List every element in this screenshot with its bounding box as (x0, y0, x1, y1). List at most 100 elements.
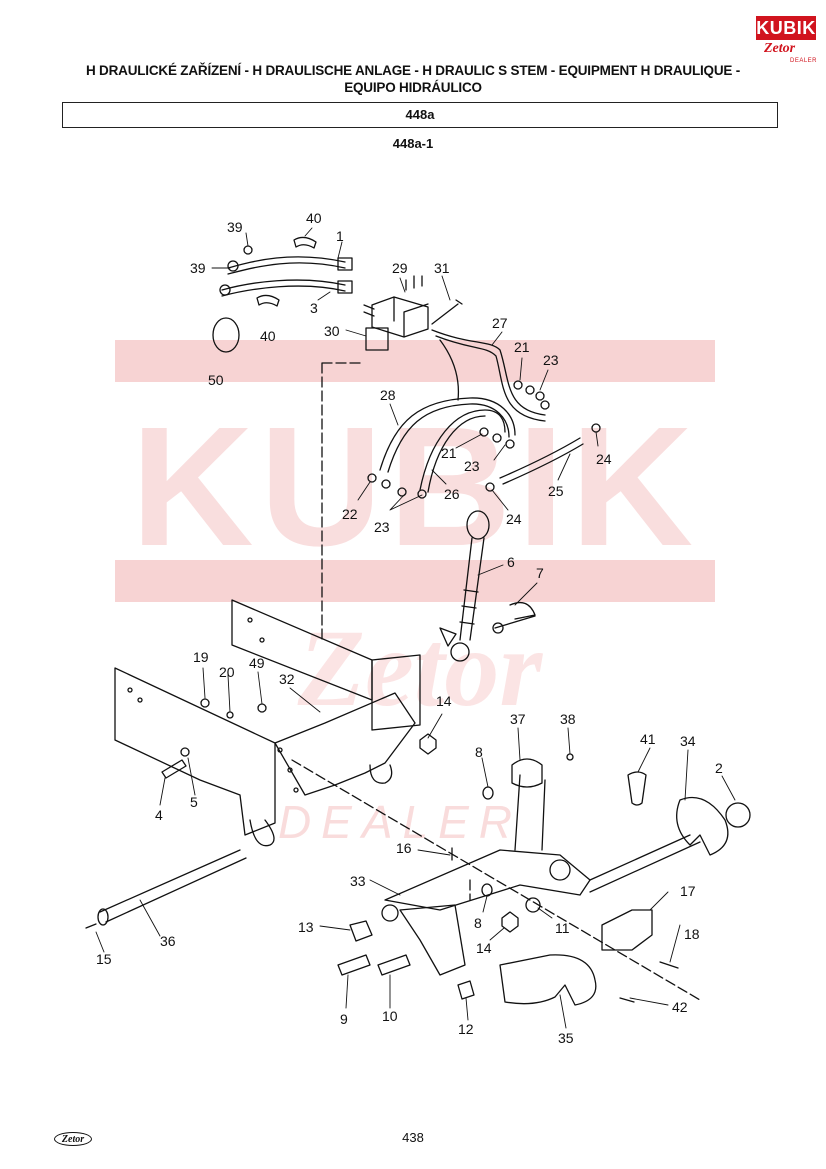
section-code-box: 448a (62, 102, 778, 128)
ball-2 (725, 802, 751, 828)
callout-label: 39 (190, 260, 206, 276)
callout-label: 5 (190, 794, 198, 810)
callout-label: 12 (458, 1021, 474, 1037)
callout-label: 41 (640, 731, 656, 747)
valve-block-29 (363, 275, 429, 338)
callout-label: 34 (680, 733, 696, 749)
callout-label: 23 (464, 458, 480, 474)
callout-label: 10 (382, 1008, 398, 1024)
callout-label: 28 (380, 387, 396, 403)
bolt-38 (566, 753, 574, 761)
dealer-logo: KUBIK Zetor DEALER (756, 16, 818, 66)
callout-label: 36 (160, 933, 176, 949)
callout-label: 13 (298, 919, 314, 935)
feed-line (439, 339, 460, 401)
callout-label: 32 (279, 671, 295, 687)
callout-label: 35 (558, 1030, 574, 1046)
callout-label: 14 (436, 693, 452, 709)
callout-label: 27 (492, 315, 508, 331)
fitting-39b (227, 260, 239, 272)
logo-sub-text: DEALER (790, 58, 818, 64)
sleeve-10 (377, 954, 411, 976)
logo-main-text: KUBIK (756, 16, 816, 40)
pipe-assembly-1 (221, 256, 353, 297)
lower-hook-35 (499, 954, 597, 1006)
callout-label: 24 (596, 451, 612, 467)
callout-label: 30 (324, 323, 340, 339)
top-link-6 (439, 510, 490, 662)
callout-label: 3 (310, 300, 318, 316)
callout-label: 25 (548, 483, 564, 499)
pin-7 (494, 601, 536, 629)
callout-label: 23 (374, 519, 390, 535)
hose-25 (499, 437, 584, 485)
hose-28 (379, 397, 516, 473)
callout-leaders (95, 227, 736, 1029)
callout-label: 38 (560, 711, 576, 727)
callout-label: 7 (536, 565, 544, 581)
callout-label: 39 (227, 219, 243, 235)
page-number: 438 (402, 1130, 424, 1145)
clip-42 (619, 997, 635, 1003)
callout-label: 8 (475, 744, 483, 760)
watermark-main-text: KUBIK (131, 392, 699, 582)
callout-label: 8 (474, 915, 482, 931)
o-ring-50 (212, 317, 240, 353)
hose-clamp-40a (293, 236, 317, 249)
callout-label: 20 (219, 664, 235, 680)
lift-rod-37 (511, 758, 546, 851)
callout-label: 1 (336, 228, 344, 244)
frame-bracket (114, 599, 421, 847)
shaft-36 (85, 849, 247, 929)
page-title-line2: EQUIPO HIDRÁULICO (344, 80, 482, 95)
callout-label: 24 (506, 511, 522, 527)
washer-7 (492, 622, 504, 634)
lift-arm-33 (381, 849, 591, 976)
hook-34 (676, 796, 729, 856)
callout-label: 37 (510, 711, 526, 727)
callout-label: 50 (208, 372, 224, 388)
hose-26 (419, 409, 506, 493)
callout-labels: 40 39 1 39 29 31 3 40 30 27 50 21 23 28 … (96, 210, 723, 1046)
callout-label: 16 (396, 840, 412, 856)
washer-11 (525, 897, 541, 913)
bushing-13 (349, 920, 373, 942)
callout-label: 6 (507, 554, 515, 570)
frame-hardware (161, 698, 437, 779)
callout-label: 21 (514, 339, 530, 355)
callout-label: 26 (444, 486, 460, 502)
callout-label: 40 (306, 210, 322, 226)
callout-label: 19 (193, 649, 209, 665)
hose-27 (431, 329, 546, 422)
fittings-21-23 (367, 380, 601, 499)
fitting-39a (243, 245, 253, 255)
hose-clamp-40b (256, 294, 280, 307)
bolt-18 (659, 961, 679, 969)
bushing-12 (457, 980, 475, 1000)
callout-label: 18 (684, 926, 700, 942)
bracket-30 (365, 327, 389, 351)
page-title: H DRAULICKÉ ZAŘÍZENÍ - H DRAULISCHE ANLA… (40, 62, 786, 96)
subsection-code: 448a-1 (392, 136, 434, 151)
callout-label: 49 (249, 655, 265, 671)
callout-label: 33 (350, 873, 366, 889)
callout-label: 14 (476, 940, 492, 956)
callout-label: 15 (96, 951, 112, 967)
footer-brand-logo: Zetor (54, 1132, 92, 1146)
callout-label: 17 (680, 883, 696, 899)
link-rod (589, 834, 701, 893)
logo-brand-text: Zetor (764, 41, 796, 56)
callout-label: 31 (434, 260, 450, 276)
page-title-line1: H DRAULICKÉ ZAŘÍZENÍ - H DRAULISCHE ANLA… (85, 63, 741, 78)
fitting-39c (219, 284, 231, 296)
bracket-17 (601, 909, 653, 951)
callout-label: 29 (392, 260, 408, 276)
callout-label: 4 (155, 807, 163, 823)
callout-label: 11 (555, 920, 570, 936)
callout-label: 22 (342, 506, 358, 522)
callout-label: 23 (543, 352, 559, 368)
callout-label: 2 (715, 760, 723, 776)
ring-8b (481, 883, 493, 897)
dealer-watermark: KUBIK Zetor DEALER (115, 340, 715, 848)
